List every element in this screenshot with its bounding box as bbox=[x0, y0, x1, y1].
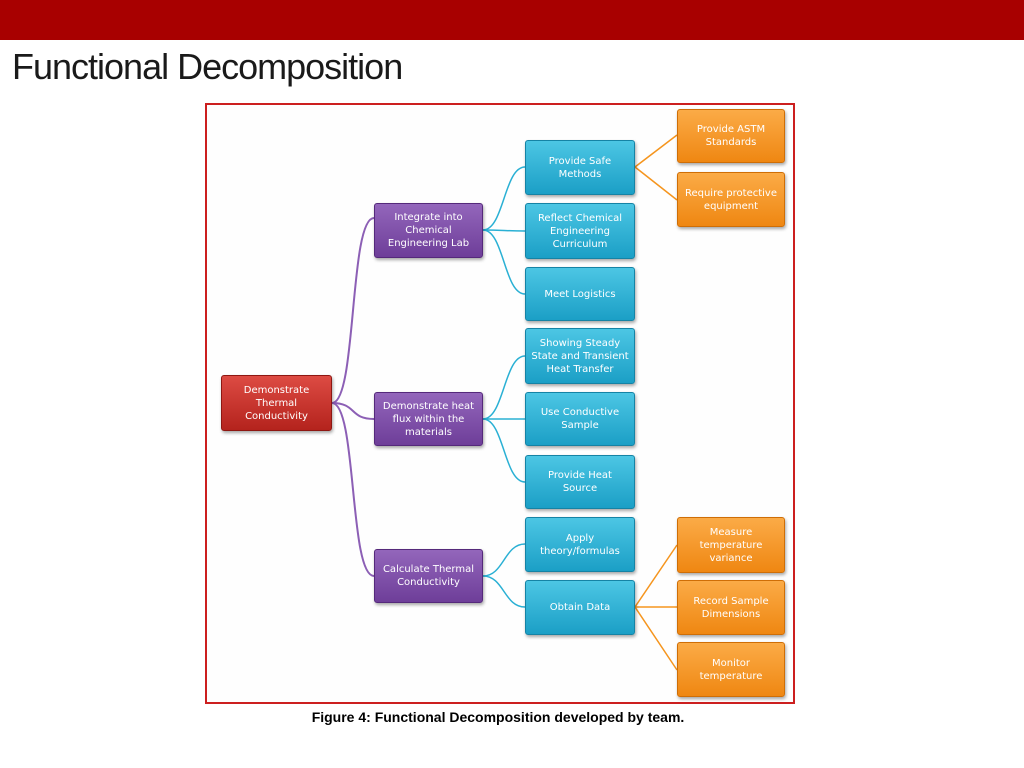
level3-node: Provide ASTM Standards bbox=[677, 109, 785, 163]
connector-heatflux-source bbox=[482, 418, 526, 483]
connector-calculate-data bbox=[482, 575, 526, 608]
figure-frame: Demonstrate Thermal Conductivity Integra… bbox=[205, 103, 795, 704]
level1-node: Integrate into Chemical Engineering Lab bbox=[374, 203, 483, 258]
connector-data-measure bbox=[634, 544, 678, 608]
level1-node: Demonstrate heat flux within the materia… bbox=[374, 392, 483, 446]
level2-node: Use Conductive Sample bbox=[525, 392, 635, 446]
connector-data-monitor bbox=[634, 606, 678, 671]
connector-root-integrate bbox=[331, 217, 375, 404]
connector-integrate-curriculum bbox=[482, 229, 526, 232]
figure-caption: Figure 4: Functional Decomposition devel… bbox=[311, 709, 685, 725]
connector-safe-astm bbox=[634, 134, 678, 168]
connector-root-heat-flux bbox=[331, 402, 375, 420]
connector-integrate-safe bbox=[482, 166, 526, 231]
top-accent-bar bbox=[0, 0, 1024, 40]
level2-node: Obtain Data bbox=[525, 580, 635, 635]
connector-integrate-logistics bbox=[482, 229, 526, 295]
level2-node: Provide Safe Methods bbox=[525, 140, 635, 195]
level3-node: Require protective equipment bbox=[677, 172, 785, 227]
level2-node: Apply theory/formulas bbox=[525, 517, 635, 572]
level2-node: Showing Steady State and Transient Heat … bbox=[525, 328, 635, 384]
connector-calculate-theory bbox=[482, 543, 526, 577]
connector-root-calculate bbox=[331, 402, 375, 577]
level3-node: Record Sample Dimensions bbox=[677, 580, 785, 635]
level2-node: Provide Heat Source bbox=[525, 455, 635, 509]
level2-node: Reflect Chemical Engineering Curriculum bbox=[525, 203, 635, 259]
level1-node: Calculate Thermal Conductivity bbox=[374, 549, 483, 603]
level3-node: Monitor temperature bbox=[677, 642, 785, 697]
slide-title: Functional Decomposition bbox=[12, 46, 403, 87]
root-node: Demonstrate Thermal Conductivity bbox=[221, 375, 332, 431]
connector-lines bbox=[331, 134, 678, 671]
connector-safe-protective bbox=[634, 166, 678, 201]
connector-heatflux-steady bbox=[482, 355, 526, 420]
level3-node: Measure temperature variance bbox=[677, 517, 785, 573]
level2-node: Meet Logistics bbox=[525, 267, 635, 321]
